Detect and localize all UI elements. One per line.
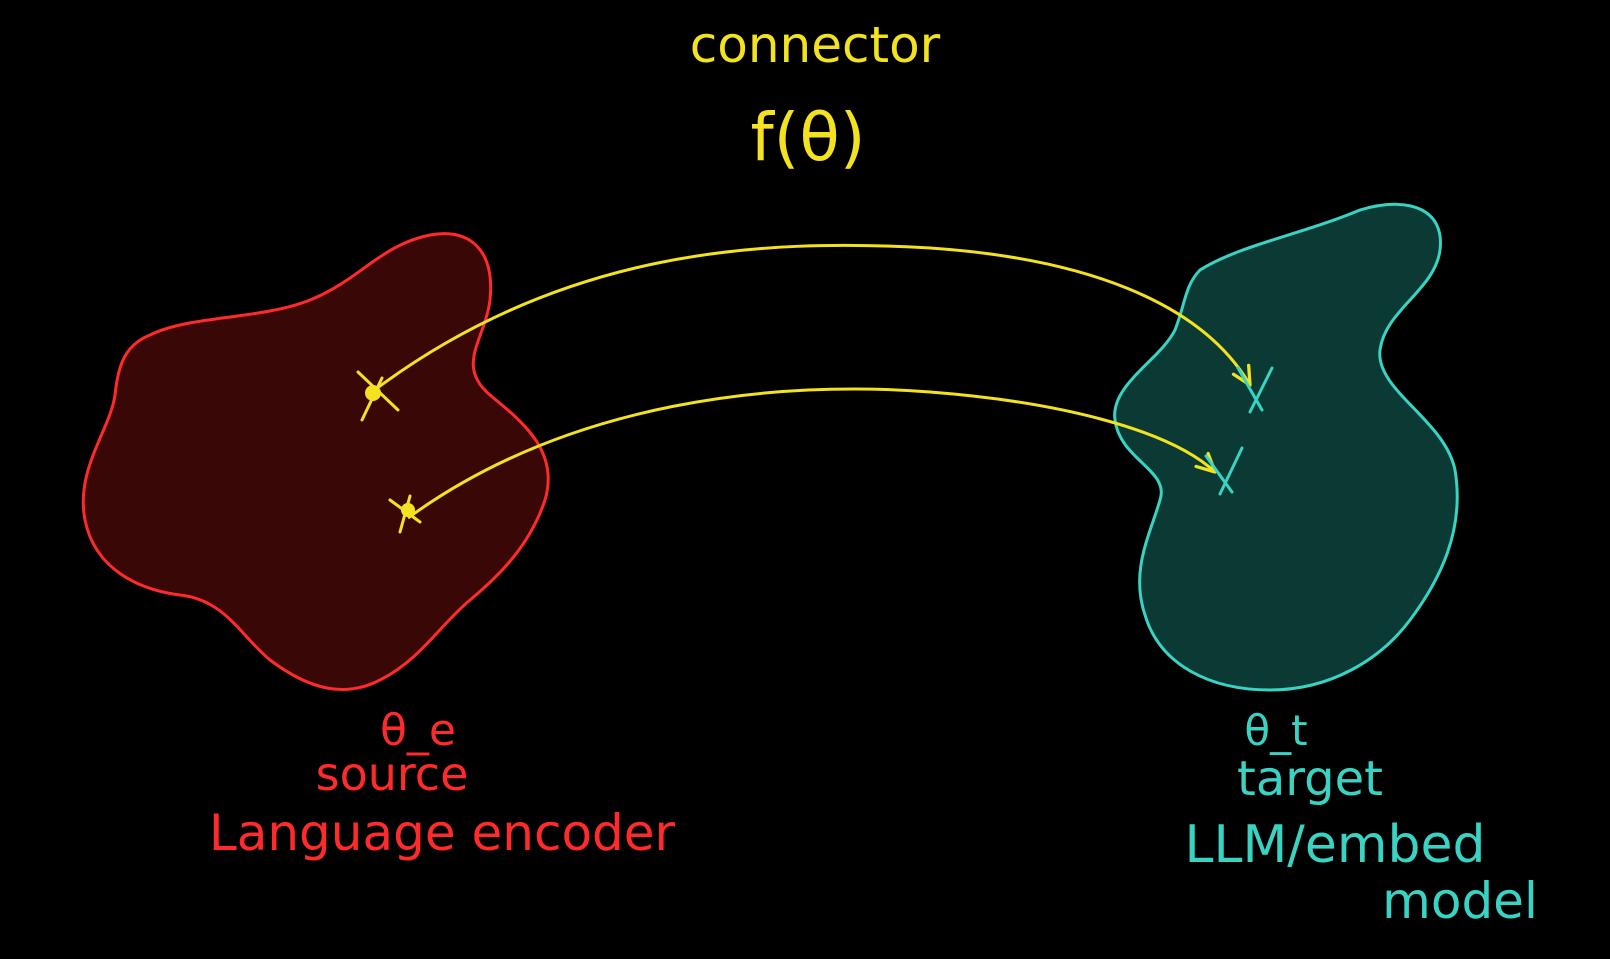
target-label-line1: target (1237, 751, 1383, 807)
target-blob (1113, 202, 1459, 692)
target-blob-fill (1114, 204, 1458, 691)
source-theta: θ_e (380, 705, 456, 756)
connector-arrow-upper (371, 243, 1252, 394)
source-label-line1: source (316, 747, 469, 801)
source-point-lower (388, 494, 422, 534)
target-point-upper (1236, 366, 1274, 414)
source-blob-fill (83, 233, 549, 690)
target-label-line3: model (1382, 872, 1538, 930)
connector-title: connector (690, 16, 941, 74)
target-theta: θ_t (1244, 706, 1307, 755)
source-blob-outline (81, 232, 550, 691)
target-point-lower (1204, 446, 1244, 496)
target-label-line2: LLM/embed (1185, 815, 1486, 875)
source-point-upper (356, 370, 400, 422)
source-label-line2: Language encoder (209, 804, 676, 862)
connector-function: f(θ) (750, 99, 865, 176)
connector-arrow-lower (407, 387, 1217, 520)
source-blob (81, 232, 550, 691)
